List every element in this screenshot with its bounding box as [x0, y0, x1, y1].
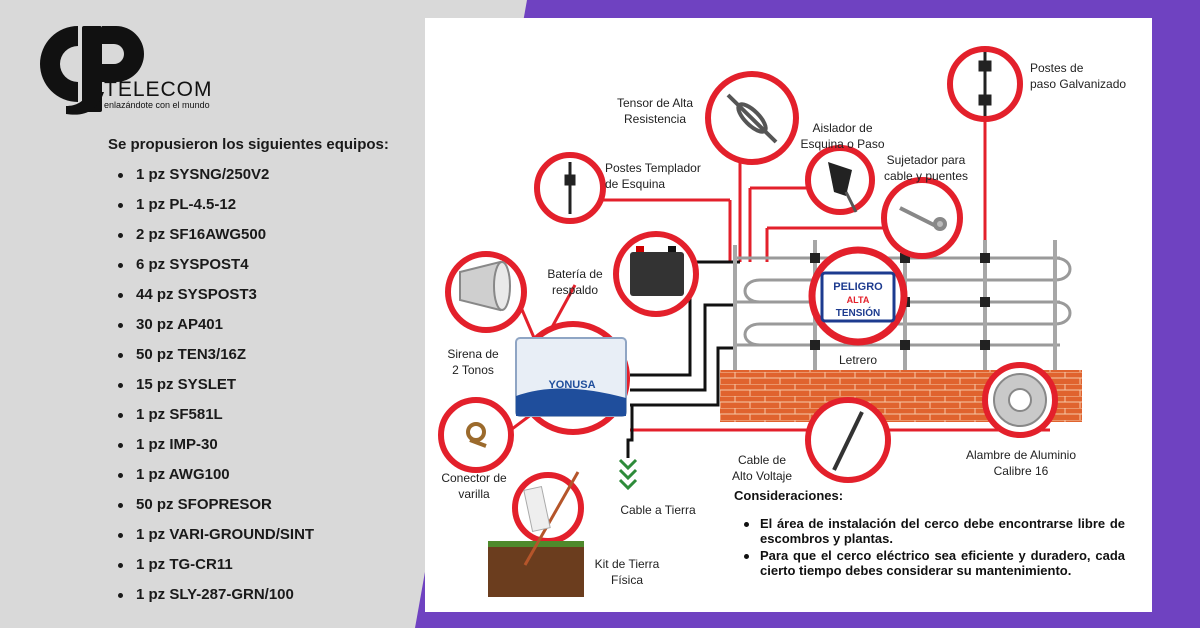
battery-icon [630, 246, 684, 296]
equipment-list: 1 pz SYSNG/250V2 1 pz PL-4.5-12 2 pz SF1… [118, 162, 314, 612]
siren-icon [459, 260, 511, 312]
ground-cable [626, 405, 634, 458]
list-item: 1 pz VARI-GROUND/SINT [118, 522, 314, 552]
list-item: 44 pz SYSPOST3 [118, 282, 314, 312]
list-item: 50 pz SFOPRESOR [118, 492, 314, 522]
kit-tierra-icon [488, 471, 584, 597]
energizer-brand: YONUSA [548, 379, 595, 391]
list-item: 50 pz TEN3/16Z [118, 342, 314, 372]
fence-wires [735, 256, 1072, 347]
list-item: 30 pz AP401 [118, 312, 314, 342]
list-item: 1 pz SF581L [118, 402, 314, 432]
list-item: 6 pz SYSPOST4 [118, 252, 314, 282]
sign-line-2: ALTA [847, 295, 870, 305]
label-cable-tierra: Cable a Tierra [620, 503, 696, 517]
sign-line-1: PELIGRO [833, 281, 883, 293]
list-item: 1 pz AWG100 [118, 462, 314, 492]
conector-callout [438, 397, 514, 473]
considerations-title: Consideraciones: [734, 488, 844, 503]
list-item: 1 pz IMP-30 [118, 432, 314, 462]
equipment-intro: Se propusieron los siguientes equipos: [108, 136, 389, 153]
poste-galvanizado-icon [978, 52, 992, 116]
brand-wordmark: TELECOM [104, 78, 213, 101]
aislador-icon [828, 162, 858, 213]
cable-icon [832, 411, 864, 471]
brand-tagline: enlazándote con el mundo [104, 100, 210, 110]
list-item: 15 pz SYSLET [118, 372, 314, 402]
list-item: Para que el cerco eléctrico sea eficient… [740, 548, 1125, 578]
list-item: 1 pz TG-CR11 [118, 552, 314, 582]
energizer-icon [515, 337, 627, 417]
list-item: 1 pz SYSNG/250V2 [118, 162, 314, 192]
sign-line-3: TENSIÓN [836, 306, 880, 319]
cp-logo-mark [40, 26, 144, 115]
tensor-icon [726, 93, 778, 144]
poste-templador-icon [564, 162, 576, 214]
list-item: 1 pz SLY-287-GRN/100 [118, 582, 314, 612]
list-item: 2 pz SF16AWG500 [118, 222, 314, 252]
alambre-icon [993, 373, 1047, 427]
label-letrero: Letrero [838, 353, 878, 367]
sujetador-icon [899, 206, 947, 231]
black-wiring [630, 260, 740, 407]
considerations-list: El área de instalación del cerco debe en… [740, 516, 1125, 580]
danger-sign [808, 246, 908, 346]
list-item: 1 pz PL-4.5-12 [118, 192, 314, 222]
conector-icon [466, 422, 487, 448]
ground-arrow-icon [618, 458, 638, 491]
list-item: El área de instalación del cerco debe en… [740, 516, 1125, 546]
